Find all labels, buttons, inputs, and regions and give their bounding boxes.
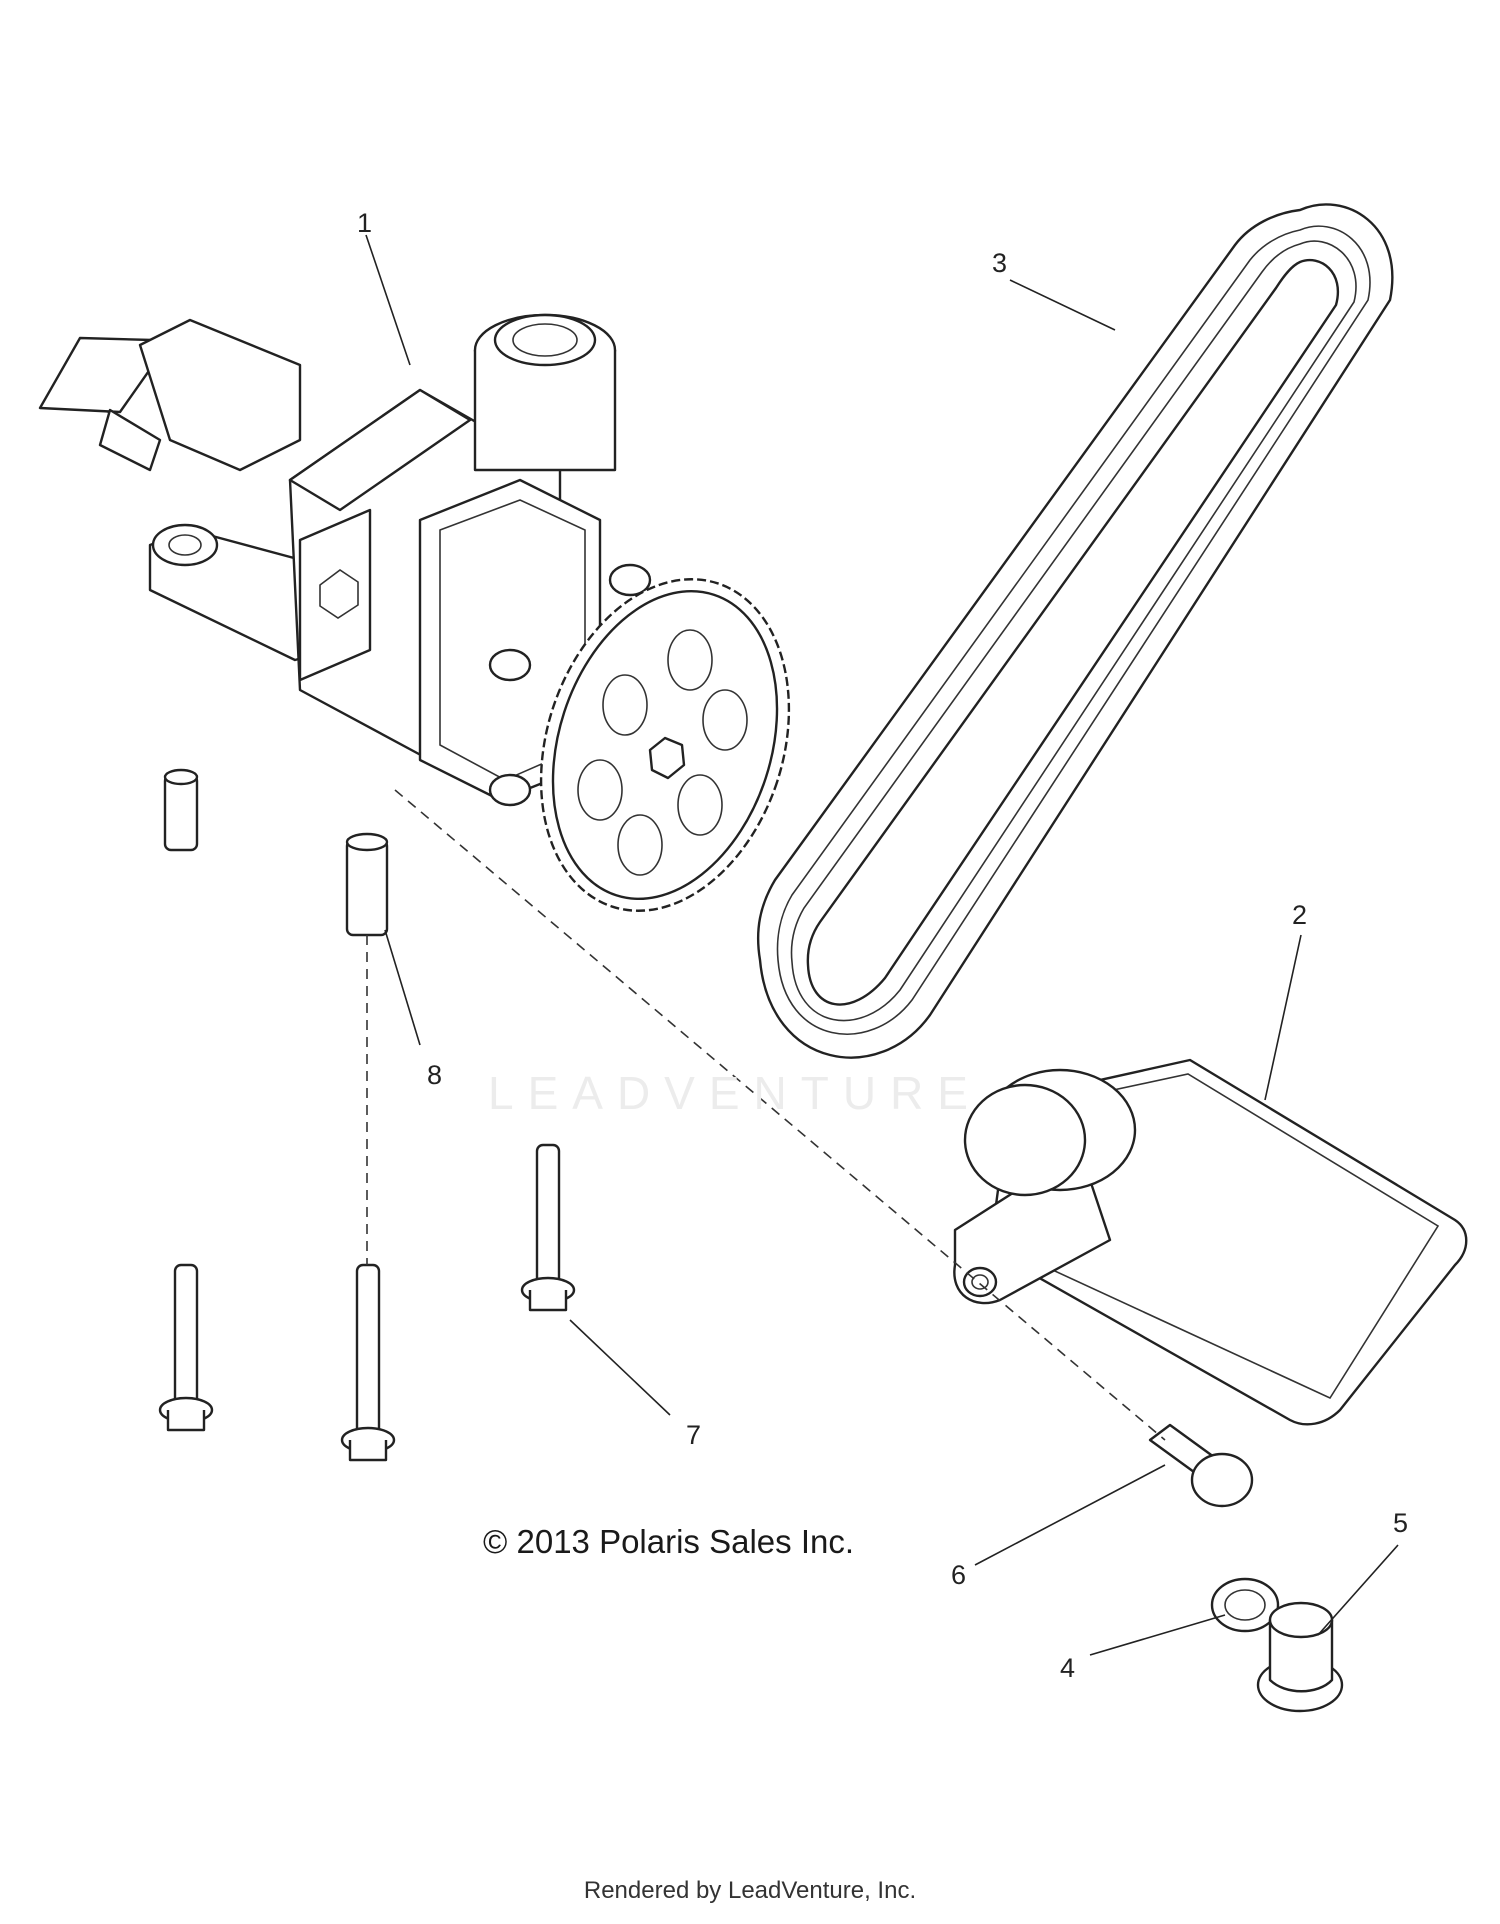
cover-bolts	[488, 563, 652, 807]
mounting-bolt	[158, 1143, 576, 1462]
alignment-line-pump	[394, 789, 1166, 1441]
footer-credit: Rendered by LeadVenture, Inc.	[583, 1877, 917, 1904]
watermark: LEADVENTURE	[488, 1067, 982, 1119]
oil-pickup-screen	[953, 1058, 1468, 1426]
sealing-washer	[1210, 1577, 1280, 1633]
callout-8: 8	[427, 1060, 443, 1090]
pickup-screw	[1148, 1423, 1254, 1508]
dowel-pin	[163, 768, 389, 937]
oil-pump-assembly	[38, 313, 652, 807]
callout-5: 5	[1393, 1508, 1409, 1538]
callout-1: 1	[357, 208, 373, 238]
callout-2: 2	[1292, 900, 1308, 930]
drive-belt	[756, 203, 1394, 1059]
callout-3: 3	[992, 248, 1008, 278]
drain-plug	[1256, 1601, 1344, 1713]
callout-4: 4	[1060, 1653, 1076, 1683]
sprocket	[539, 578, 791, 912]
callout-6: 6	[951, 1560, 967, 1590]
copyright-notice: © 2013 Polaris Sales Inc.	[483, 1523, 855, 1560]
callout-7: 7	[686, 1420, 702, 1450]
leader-lines	[365, 234, 1399, 1656]
